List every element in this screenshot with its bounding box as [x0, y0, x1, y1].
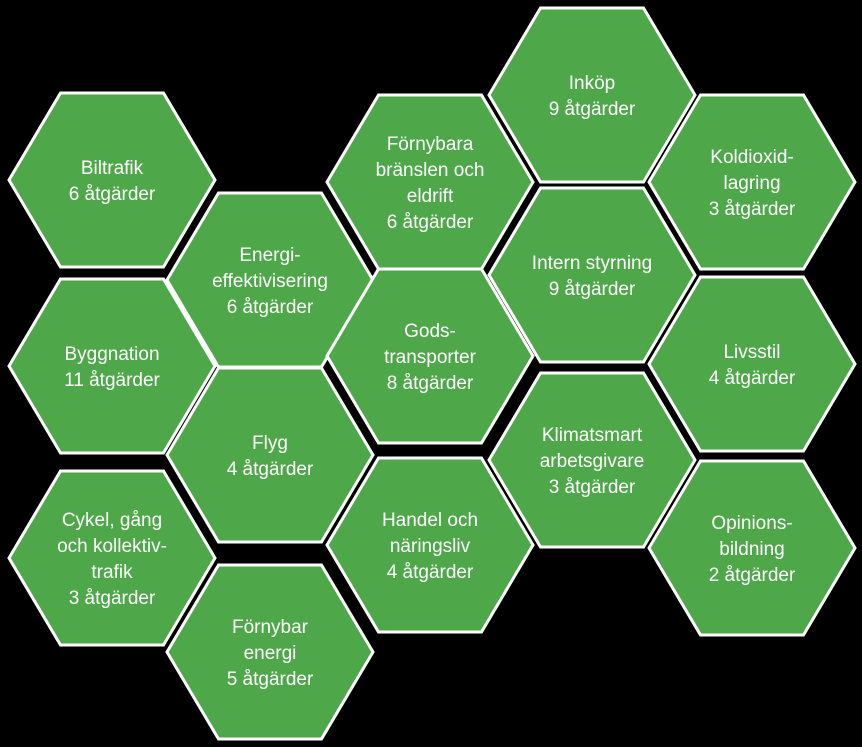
hexagon-label-line: eldrift: [407, 186, 454, 207]
hexagon-fornybara-branslen: Förnybara bränslen och eldrift 6 åtgärder: [325, 93, 535, 271]
hexagon-label: Livsstil 4 åtgärder: [709, 342, 796, 389]
hexagon-label-line: Biltrafik: [81, 158, 144, 179]
hexagon-shape: [647, 459, 857, 637]
hexagon-label-line: 6 åtgärder: [227, 297, 314, 318]
hexagon-label-line: effektivisering: [212, 271, 328, 292]
hexagon-label: Intern styrning 9 åtgärder: [532, 253, 652, 300]
hexagon-label: Cykel, gång och kollektiv-trafik 3 åtgärde…: [57, 510, 167, 609]
hexagon-label-line: 6 åtgärder: [387, 212, 474, 233]
hexagon-label-line: Energi-: [239, 245, 300, 266]
hexagon-label-line: Förnybara: [387, 134, 474, 155]
hexagon-label: Byggnation 11 åtgärder: [64, 344, 160, 391]
hexagon-shape: [325, 456, 535, 634]
hexagon-shape: [647, 275, 857, 453]
hexagon-label-line: Intern styrning: [532, 253, 652, 274]
hexagon-label-line: 3 åtgärder: [69, 588, 156, 609]
hexagon-label-line: trafik: [91, 562, 133, 583]
hexagon-label-line: 4 åtgärder: [709, 368, 796, 389]
hexagon-label-line: lagring: [723, 173, 780, 194]
hexagon-label-line: näringsliv: [390, 536, 471, 557]
hexagon-flyg: Flyg 4 åtgärder: [165, 366, 375, 544]
hexagon-biltrafik: Biltrafik 6 åtgärder: [7, 91, 217, 269]
hexagon-label-line: Opinions-: [711, 513, 792, 534]
hexagon-shape: [487, 371, 697, 549]
hexagon-byggnation: Byggnation 11 åtgärder: [7, 277, 217, 455]
hexagon-label-line: transporter: [384, 347, 477, 368]
hexagon-shape: [487, 6, 697, 184]
hexagon-label: Energi-effektivisering 6 åtgärder: [212, 245, 328, 318]
hexagon-label: Opinions-bildning 2 åtgärder: [709, 513, 796, 586]
hexagon-opinionsbildning: Opinions-bildning 2 åtgärder: [647, 459, 857, 637]
hexagon-label: Inköp 9 åtgärder: [549, 73, 636, 120]
hexagon-label-line: 9 åtgärder: [549, 279, 636, 300]
hexagon-label-line: 2 åtgärder: [709, 565, 796, 586]
hexagon-livsstil: Livsstil 4 åtgärder: [647, 275, 857, 453]
hexagon-klimatsmart-arbetsgivare: Klimatsmart arbetsgivare 3 åtgärder: [487, 371, 697, 549]
hexagon-shape: [325, 267, 535, 445]
hexagon-label-line: Cykel, gång: [62, 510, 162, 531]
hexagon-label-line: 9 åtgärder: [549, 99, 636, 120]
hexagon-label-line: 4 åtgärder: [387, 562, 474, 583]
hexagon-shape: [647, 93, 857, 271]
hexagon-shape: [165, 563, 375, 741]
hexagon-label-line: Byggnation: [64, 344, 159, 365]
hexagon-label-line: 11 åtgärder: [64, 370, 160, 391]
hexagon-label-line: 4 åtgärder: [227, 459, 314, 480]
hexagon-label-line: Inköp: [569, 73, 615, 94]
hexagon-shape: [7, 469, 217, 647]
hexagon-label-line: Handel och: [382, 510, 478, 531]
hexagon-koldioxidlagring: Koldioxid-lagring 3 åtgärder: [647, 93, 857, 271]
hexagon-label-line: Förnybar: [232, 617, 309, 638]
hexagon-label-line: 6 åtgärder: [69, 184, 156, 205]
hexagon-shape: [165, 366, 375, 544]
hexagon-label-line: bildning: [719, 539, 785, 560]
hexagon-label-line: energi: [244, 643, 297, 664]
hexagon-label-line: Flyg: [252, 433, 288, 454]
hexagon-label-line: Gods-: [404, 321, 456, 342]
hexagon-label-line: 5 åtgärder: [227, 669, 314, 690]
hexagon-label-line: 3 åtgärder: [549, 477, 636, 498]
hexagon-label: Förnybar energi 5 åtgärder: [227, 617, 314, 690]
hexagon-label-line: 3 åtgärder: [709, 199, 796, 220]
hexagon-label-line: Koldioxid-: [710, 147, 793, 168]
hexagon-shape: [7, 91, 217, 269]
hexagon-label: Flyg 4 åtgärder: [227, 433, 314, 480]
hexagon-handel-naringsliv: Handel och näringsliv 4 åtgärder: [325, 456, 535, 634]
hexagon-shape: [325, 93, 535, 271]
hexagon-label: Klimatsmart arbetsgivare 3 åtgärder: [540, 425, 645, 498]
hexagon-fornybar-energi: Förnybar energi 5 åtgärder: [165, 563, 375, 741]
hexagon-label: Koldioxid-lagring 3 åtgärder: [709, 147, 796, 220]
hexagon-intern-styrning: Intern styrning 9 åtgärder: [487, 186, 697, 364]
hexagon-label-line: 8 åtgärder: [387, 373, 474, 394]
hexagon-label-line: Klimatsmart: [542, 425, 643, 446]
hexagon-label: Gods-transporter 8 åtgärder: [384, 321, 477, 394]
hexagon-label-line: och kollektiv-: [57, 536, 167, 557]
hexagon-shape: [487, 186, 697, 364]
hexagon-label-line: bränslen och: [376, 160, 485, 181]
hexagon-godstransporter: Gods-transporter 8 åtgärder: [325, 267, 535, 445]
hexagon-label: Biltrafik 6 åtgärder: [69, 158, 156, 205]
hexagon-label: Förnybara bränslen och eldrift 6 åtgärder: [376, 134, 485, 233]
hexagon-inkop: Inköp 9 åtgärder: [487, 6, 697, 184]
hexagon-shape: [7, 277, 217, 455]
hexagon-label-line: Livsstil: [723, 342, 780, 363]
hexagon-label: Handel och näringsliv 4 åtgärder: [382, 510, 478, 583]
hexagon-label-line: arbetsgivare: [540, 451, 645, 472]
hexagon-cykel-gang-kollektivtrafik: Cykel, gång och kollektiv-trafik 3 åtgärde…: [7, 469, 217, 647]
